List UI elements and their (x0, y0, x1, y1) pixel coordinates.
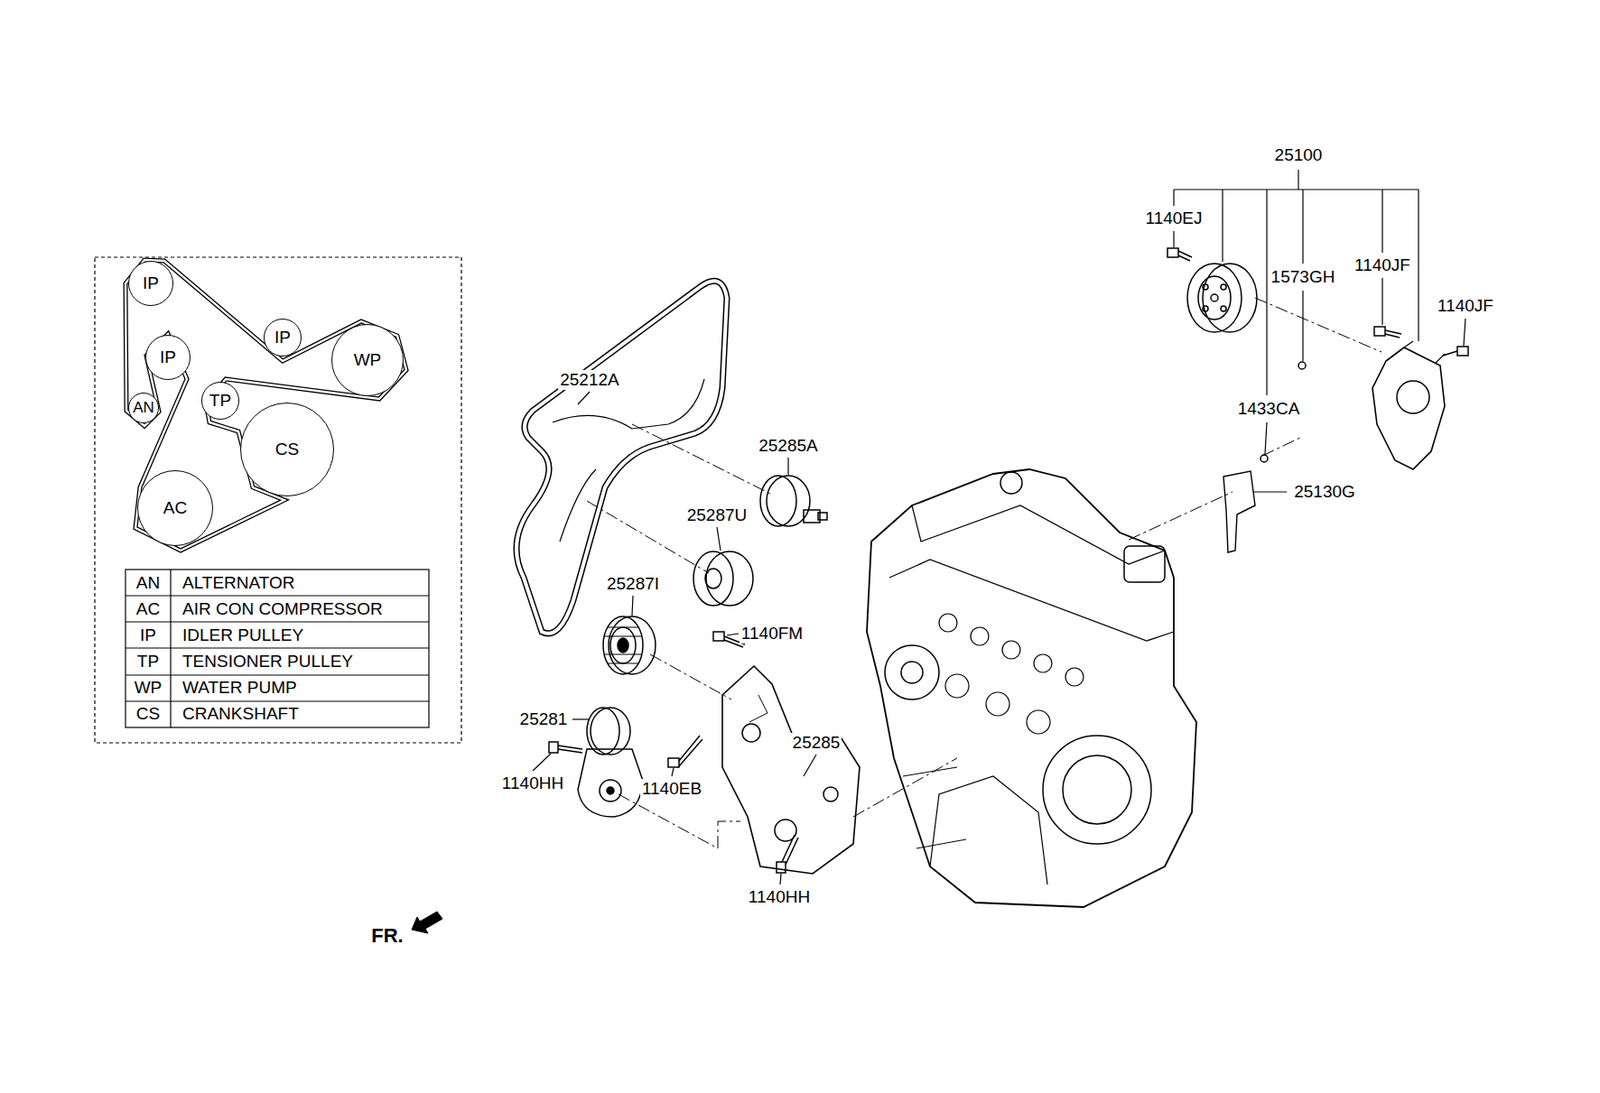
pulley-circle: TP (201, 381, 240, 420)
pulley-code: TP (209, 391, 232, 410)
callout-number: 1140EJ (1143, 208, 1204, 229)
table-cell: AC (134, 599, 162, 620)
callout-number: 1140EB (640, 779, 704, 800)
callout-number: 1433CA (1236, 399, 1303, 419)
pulley-circle: IP (145, 334, 191, 381)
pulley-code: AN (132, 399, 155, 418)
pulley-circle: IP (128, 260, 174, 307)
pulley-code: CS (275, 440, 299, 459)
table-cell: AIR CON COMPRESSOR (180, 599, 385, 620)
callout-number: 1140HH (500, 773, 566, 794)
callout-number: 25281 (518, 709, 570, 730)
callout-number: 1140JF (1352, 255, 1413, 276)
callout-number: 25287U (685, 505, 750, 526)
table-cell: AN (134, 573, 162, 594)
pulley-code: IP (159, 348, 177, 367)
callout-number: 1573GH (1269, 267, 1338, 288)
table-cell: CRANKSHAFT (180, 704, 301, 725)
pulley-circle: CS (240, 402, 335, 497)
table-cell: CS (134, 704, 162, 725)
pulley-code: WP (353, 351, 382, 370)
table-cell: TP (135, 651, 161, 672)
table-cell: ALTERNATOR (180, 573, 298, 594)
pulley-circle: AN (128, 392, 159, 424)
pulley-code: IP (274, 328, 291, 347)
callout-number: 25130G (1292, 482, 1358, 503)
table-cell: WP (132, 678, 165, 698)
callout-number: 25285A (756, 436, 820, 456)
direction-label: FR. (369, 924, 405, 949)
pulley-circle: IP (263, 318, 302, 357)
pulley-code: AC (163, 499, 187, 518)
callout-number: 25212A (558, 370, 622, 391)
table-cell: IDLER PULLEY (180, 625, 306, 646)
pulley-circle: AC (137, 470, 214, 547)
callout-number: 1140JF (1435, 296, 1496, 317)
callout-number: 1140FM (739, 623, 805, 644)
table-cell: TENSIONER PULLEY (180, 651, 355, 672)
pulley-circle: WP (331, 324, 404, 397)
table-cell: WATER PUMP (180, 678, 299, 698)
callout-number: 25100 (1273, 145, 1325, 166)
callout-number: 25287I (604, 574, 661, 595)
callout-number: 25285 (790, 733, 843, 754)
table-cell: IP (138, 625, 159, 646)
pulley-code: IP (142, 274, 159, 293)
callout-number: 1140HH (746, 887, 812, 908)
